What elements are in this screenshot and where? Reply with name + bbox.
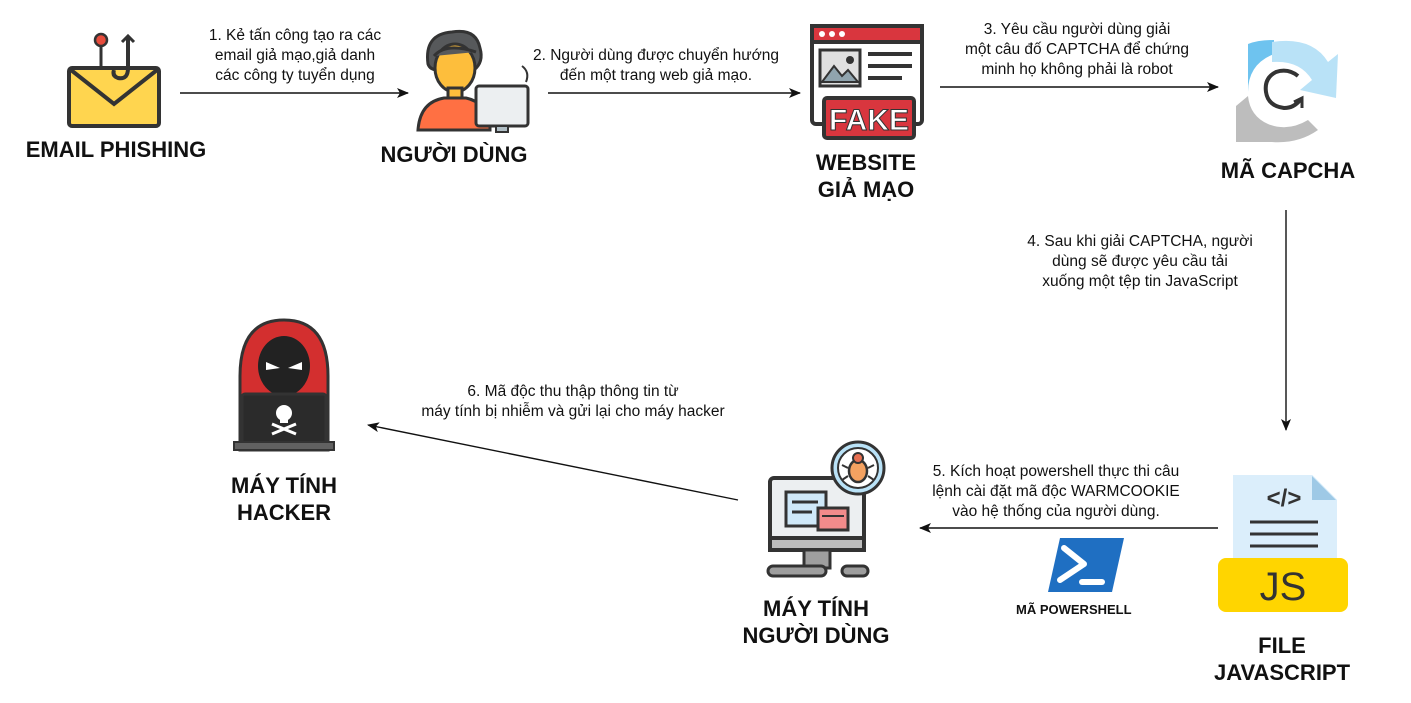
javascript-file-icon: </> JS <box>1218 475 1348 612</box>
victim-label-line2: NGƯỜI DÙNG <box>742 623 890 648</box>
js-label-line1: FILE <box>1258 633 1306 658</box>
js-badge-text: JS <box>1260 565 1307 609</box>
fake-website-icon: FAKE <box>810 24 924 140</box>
captcha-icon <box>1236 40 1338 143</box>
website-label-line2: GIẢ MẠO <box>817 177 915 202</box>
code-symbol-text: </> <box>1267 485 1302 512</box>
hacker-icon <box>233 318 335 452</box>
arrow-6 <box>367 422 739 501</box>
email-phishing-label: EMAIL PHISHING <box>25 137 207 162</box>
phishing-email-icon <box>67 32 161 128</box>
victim-label-line1: MÁY TÍNH <box>763 596 869 621</box>
user-label: NGƯỜI DÙNG <box>380 142 528 167</box>
js-label-line2: JAVASCRIPT <box>1213 660 1351 685</box>
website-label-line1: WEBSITE <box>815 150 917 175</box>
infected-computer-icon <box>766 440 886 578</box>
powershell-icon <box>1048 538 1124 592</box>
hacker-label-line2: HACKER <box>236 500 332 525</box>
powershell-label: MÃ POWERSHELL <box>1016 602 1132 617</box>
captcha-label: MÃ CAPCHA <box>1220 158 1356 183</box>
user-at-computer-icon <box>416 29 530 133</box>
hacker-label-line1: MÁY TÍNH <box>231 473 337 498</box>
fake-stamp-text: FAKE <box>829 104 909 137</box>
